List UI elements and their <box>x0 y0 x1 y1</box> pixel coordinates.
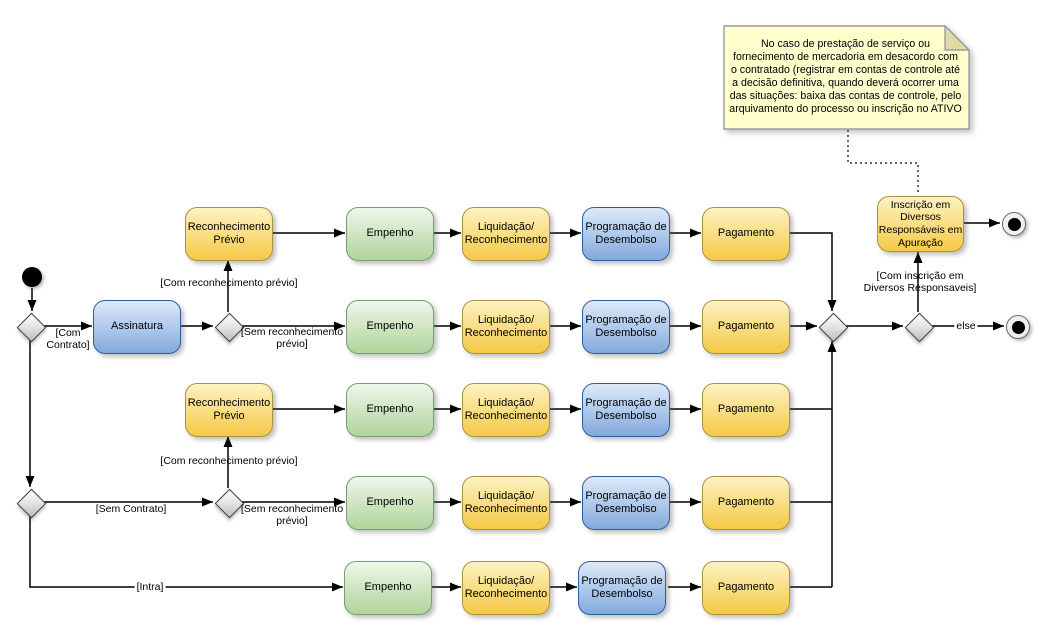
note: No caso de prestação de serviço ou forne… <box>723 25 970 130</box>
activity-pagamento-row5: Pagamento <box>702 561 790 615</box>
start-node <box>22 267 42 287</box>
activity-inscricao-diversos: Inscrição em Diversos Responsáveis em Ap… <box>877 196 964 252</box>
activity-empenho-row4: Empenho <box>346 476 434 530</box>
activity-programacao-row3: Programação de Desembolso <box>582 383 670 437</box>
activity-label: Inscrição em Diversos Responsáveis em Ap… <box>878 198 963 249</box>
activity-empenho-row5: Empenho <box>344 561 432 615</box>
edge-label-com-reconhecimento-previo-1: [Com reconhecimento prévio] <box>160 277 298 289</box>
end-node-dot <box>1007 217 1021 231</box>
activity-label: Assinatura <box>111 320 163 333</box>
activity-pagamento-row2: Pagamento <box>702 300 790 354</box>
activity-liquidacao-row3: Liquidação/ Reconhecimento <box>462 383 550 437</box>
activity-liquidacao-row1: Liquidação/ Reconhecimento <box>462 207 550 261</box>
activity-programacao-row1: Programação de Desembolso <box>582 207 670 261</box>
activity-label: Pagamento <box>717 496 775 509</box>
activity-label: Reconhecimento Prévio <box>187 396 271 422</box>
activity-label: Pagamento <box>717 227 775 240</box>
activity-label: Empenho <box>366 227 414 240</box>
activity-label: Liquidação/ Reconhecimento <box>464 396 548 422</box>
activity-liquidacao-row4: Liquidação/ Reconhecimento <box>462 476 550 530</box>
activity-label: Pagamento <box>717 403 775 416</box>
edge-label-intra: [Intra] <box>134 581 166 594</box>
activity-label: Liquidação/ Reconhecimento <box>464 220 548 246</box>
activity-label: Liquidação/ Reconhecimento <box>464 489 548 515</box>
end-node-else <box>1006 315 1030 339</box>
activity-reconhecimento-previo-row1: Reconhecimento Prévio <box>185 207 273 261</box>
activity-liquidacao-row5: Liquidação/ Reconhecimento <box>462 561 550 615</box>
edge-label-com-contrato: [Com Contrato] <box>46 327 90 352</box>
activity-label: Programação de Desembolso <box>585 396 667 422</box>
activity-label: Pagamento <box>717 320 775 333</box>
activity-empenho-row2: Empenho <box>346 300 434 354</box>
activity-empenho-row1: Empenho <box>346 207 434 261</box>
note-shape <box>723 25 970 130</box>
end-node-apuracao <box>1002 212 1026 236</box>
edge-label-else: else <box>954 320 978 333</box>
edge-label-com-inscricao: [Com inscrição em Diversos Responsaveis] <box>863 270 977 295</box>
activity-pagamento-row4: Pagamento <box>702 476 790 530</box>
edge-label-sem-reconhecimento-previo-1: [Sem reconhecimento prévio] <box>240 326 344 351</box>
edge-label-com-reconhecimento-previo-2: [Com reconhecimento prévio] <box>160 455 298 467</box>
activity-label: Reconhecimento Prévio <box>187 220 271 246</box>
activity-pagamento-row1: Pagamento <box>702 207 790 261</box>
edge-label-sem-reconhecimento-previo-2: [Sem reconhecimento prévio] <box>240 503 344 528</box>
activity-programacao-row5: Programação de Desembolso <box>578 561 666 615</box>
activity-reconhecimento-previo-row3: Reconhecimento Prévio <box>185 383 273 437</box>
activity-label: Empenho <box>366 403 414 416</box>
activity-liquidacao-row2: Liquidação/ Reconhecimento <box>462 300 550 354</box>
activity-label: Programação de Desembolso <box>581 574 663 600</box>
activity-pagamento-row3: Pagamento <box>702 383 790 437</box>
activity-programacao-row4: Programação de Desembolso <box>582 476 670 530</box>
activity-label: Programação de Desembolso <box>585 489 667 515</box>
activity-label: Liquidação/ Reconhecimento <box>464 574 548 600</box>
activity-label: Programação de Desembolso <box>585 313 667 339</box>
activity-programacao-row2: Programação de Desembolso <box>582 300 670 354</box>
activity-label: Empenho <box>366 320 414 333</box>
activity-empenho-row3: Empenho <box>346 383 434 437</box>
activity-assinatura: Assinatura <box>93 300 181 354</box>
end-node-dot <box>1011 320 1025 334</box>
note-text: No caso de prestação de serviço ou forne… <box>729 37 962 116</box>
activity-label: Pagamento <box>717 581 775 594</box>
activity-label: Empenho <box>364 581 412 594</box>
edge-label-sem-contrato: [Sem Contrato] <box>95 503 167 515</box>
activity-label: Liquidação/ Reconhecimento <box>464 313 548 339</box>
activity-label: Programação de Desembolso <box>585 220 667 246</box>
activity-label: Empenho <box>366 496 414 509</box>
